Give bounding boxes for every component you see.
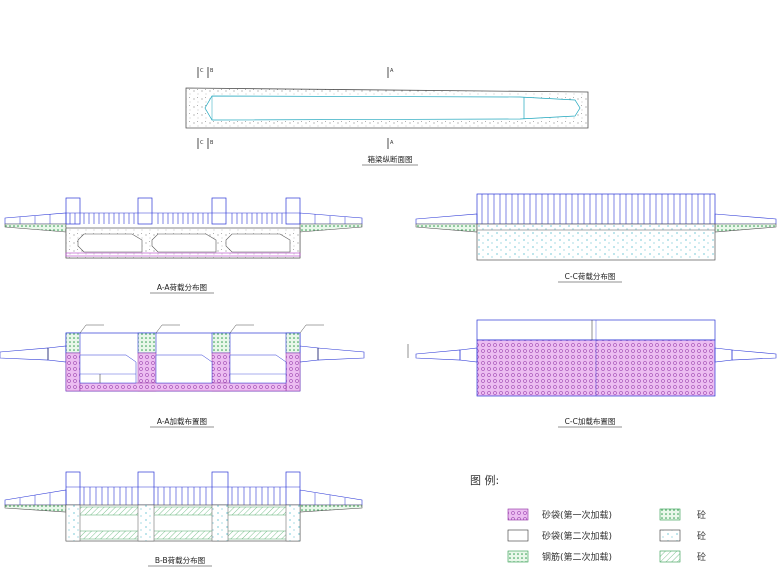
legend: 图 例: 砂袋(第一次加载) 砂袋(第二次加载) 钢筋(第二次加载) 砼 砼 砼 [470, 473, 706, 563]
caption-bb-load: B-B荷载分布图 [155, 555, 205, 565]
legend-swatch-sand-second [507, 529, 529, 542]
section-marker-a-top: A [390, 68, 394, 74]
cc-load-distribution: C-C荷载分布图 [415, 193, 777, 283]
legend-label-sand-first: 砂袋(第一次加载) [542, 509, 612, 521]
legend-label-concrete-2: 砼 [697, 530, 706, 542]
legend-swatch-concrete-hatch [659, 550, 681, 563]
legend-title: 图 例: [470, 473, 499, 487]
section-marker-a-bottom: A [390, 140, 394, 146]
section-marker-c-top: C [200, 68, 204, 74]
legend-swatch-rebar [507, 550, 529, 563]
cc-placement: C-C加载布置图 [407, 319, 777, 428]
section-marker-c-bottom: C [200, 140, 204, 146]
legend-label-concrete-1: 砼 [697, 509, 706, 521]
aa-placement: A-A加载布置图 [0, 324, 365, 428]
aa-load-distribution: A-A荷载分布图 [4, 197, 363, 294]
legend-label-sand-second: 砂袋(第二次加载) [542, 530, 612, 542]
caption-cc-load: C-C荷载分布图 [565, 271, 616, 281]
caption-aa-load: A-A荷载分布图 [157, 282, 207, 292]
legend-label-concrete-3: 砼 [697, 551, 706, 563]
legend-swatch-sand [507, 508, 529, 521]
section-marker-b-top: B [210, 68, 214, 74]
caption-aa-place: A-A加载布置图 [157, 416, 207, 426]
legend-swatch-concrete-cyan [659, 529, 681, 542]
caption-cc-place: C-C加载布置图 [565, 416, 616, 426]
legend-swatch-concrete-green [659, 508, 681, 521]
section-marker-b-bottom: B [210, 140, 214, 146]
caption-longitudinal: 箱梁纵断面图 [368, 154, 413, 164]
bb-load-distribution: B-B荷载分布图 [4, 471, 363, 567]
legend-label-rebar-second: 钢筋(第二次加载) [542, 551, 612, 563]
longitudinal-section: C B A C B A 箱梁纵断面图 [185, 67, 589, 166]
